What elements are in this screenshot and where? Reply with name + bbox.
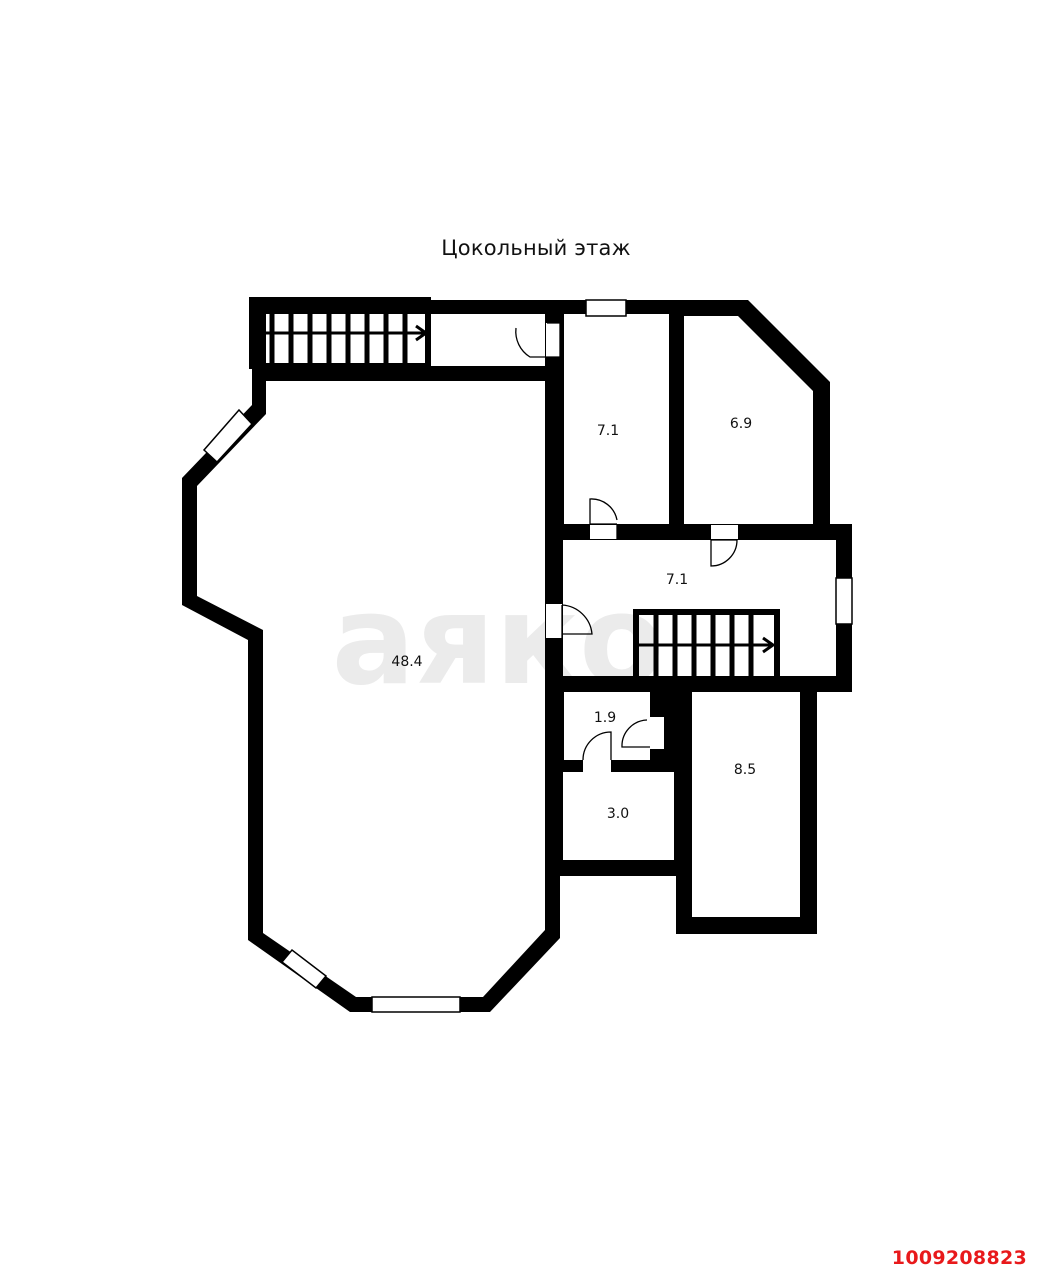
window-diag-left xyxy=(202,408,254,464)
corridor-stub-wall xyxy=(563,676,591,690)
room-area-bathroom: 3.0 xyxy=(607,806,629,822)
floor-title: Цокольный этаж xyxy=(441,236,631,260)
door-hall xyxy=(561,604,593,638)
door-top-strip xyxy=(515,322,561,358)
door-gap-top-strip xyxy=(546,323,560,357)
door-gap-corridor xyxy=(711,525,738,539)
room-labels: 48.4 7.1 6.9 7.1 1.9 3.0 8.5 xyxy=(391,416,756,822)
walls xyxy=(182,300,852,1012)
door-gap-small xyxy=(650,717,664,749)
main-hall-walls xyxy=(182,366,560,1012)
room-area-lower-right: 8.5 xyxy=(734,762,756,778)
listing-id: 1009208823 xyxy=(891,1247,1027,1269)
stairs-top-arrow xyxy=(415,324,429,342)
stairs-corridor-arrow xyxy=(762,636,776,654)
door-upper xyxy=(589,498,618,540)
room-area-upper-right: 6.9 xyxy=(730,416,752,432)
window-top xyxy=(585,299,627,317)
door-gap-bath xyxy=(583,760,611,772)
room-area-main-hall: 48.4 xyxy=(391,654,422,670)
small-hall-wall xyxy=(545,676,564,764)
window-right xyxy=(835,577,853,625)
window-bottom xyxy=(371,996,461,1013)
room-area-corridor: 7.1 xyxy=(666,572,688,588)
stairs-corridor xyxy=(633,609,780,682)
bathroom-walls xyxy=(545,760,692,876)
windows xyxy=(202,299,853,1013)
upper-room-right-walls xyxy=(669,300,830,540)
window-diag-bottom xyxy=(280,948,328,990)
room-area-small-hall: 1.9 xyxy=(594,710,616,726)
stairs-top xyxy=(249,297,431,369)
door-bath xyxy=(582,731,612,761)
door-gap-upper xyxy=(590,525,617,539)
door-gap-hall xyxy=(546,604,562,638)
room-area-upper-middle: 7.1 xyxy=(597,423,619,439)
doors xyxy=(515,322,738,761)
upper-rooms-divider xyxy=(545,300,564,540)
door-corridor xyxy=(710,539,738,567)
door-small xyxy=(621,719,650,748)
